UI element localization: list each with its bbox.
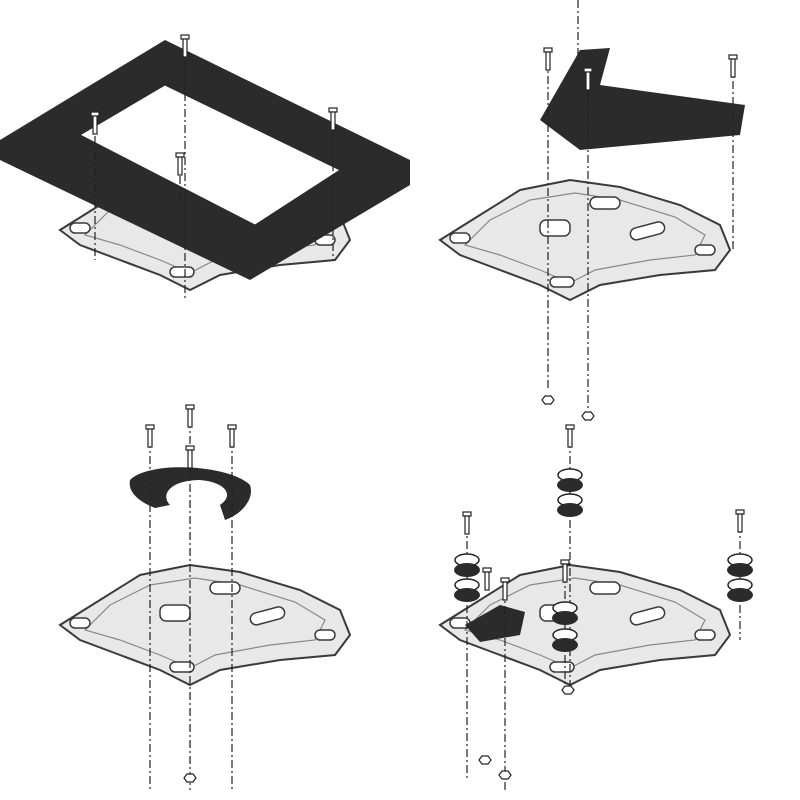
bolt	[227, 424, 237, 448]
bolt	[735, 509, 745, 533]
spacer	[726, 578, 754, 603]
assembly-axes	[94, 45, 334, 300]
spacer	[453, 578, 481, 603]
bolt	[565, 424, 575, 448]
panel-top-right	[439, 0, 745, 421]
nut	[498, 770, 512, 780]
spacer	[453, 553, 481, 578]
assembly-axes	[547, 0, 734, 410]
small-bracket	[465, 605, 525, 642]
panel-bottom-right	[439, 424, 754, 790]
nut	[478, 755, 492, 765]
nut	[541, 395, 555, 405]
rack-plate	[59, 564, 351, 686]
bolt	[185, 404, 195, 428]
nut	[183, 773, 197, 783]
bolt	[482, 567, 492, 591]
assembly-axes	[149, 420, 233, 790]
frame-opening	[78, 84, 342, 226]
nut	[561, 685, 575, 695]
panel-bottom-left	[59, 404, 351, 790]
black-bracket	[540, 48, 745, 150]
rack-plate	[439, 179, 731, 301]
bolt	[145, 424, 155, 448]
spacer	[556, 468, 584, 493]
spacer	[726, 553, 754, 578]
spacer	[551, 628, 579, 653]
spacer	[551, 601, 579, 626]
panel-top-left	[0, 34, 410, 300]
bolt	[462, 511, 472, 535]
bolt	[185, 445, 195, 469]
bolt	[728, 54, 738, 78]
tank-ring	[129, 467, 251, 520]
nut	[581, 411, 595, 421]
spacer	[556, 493, 584, 518]
bolt	[543, 47, 553, 71]
